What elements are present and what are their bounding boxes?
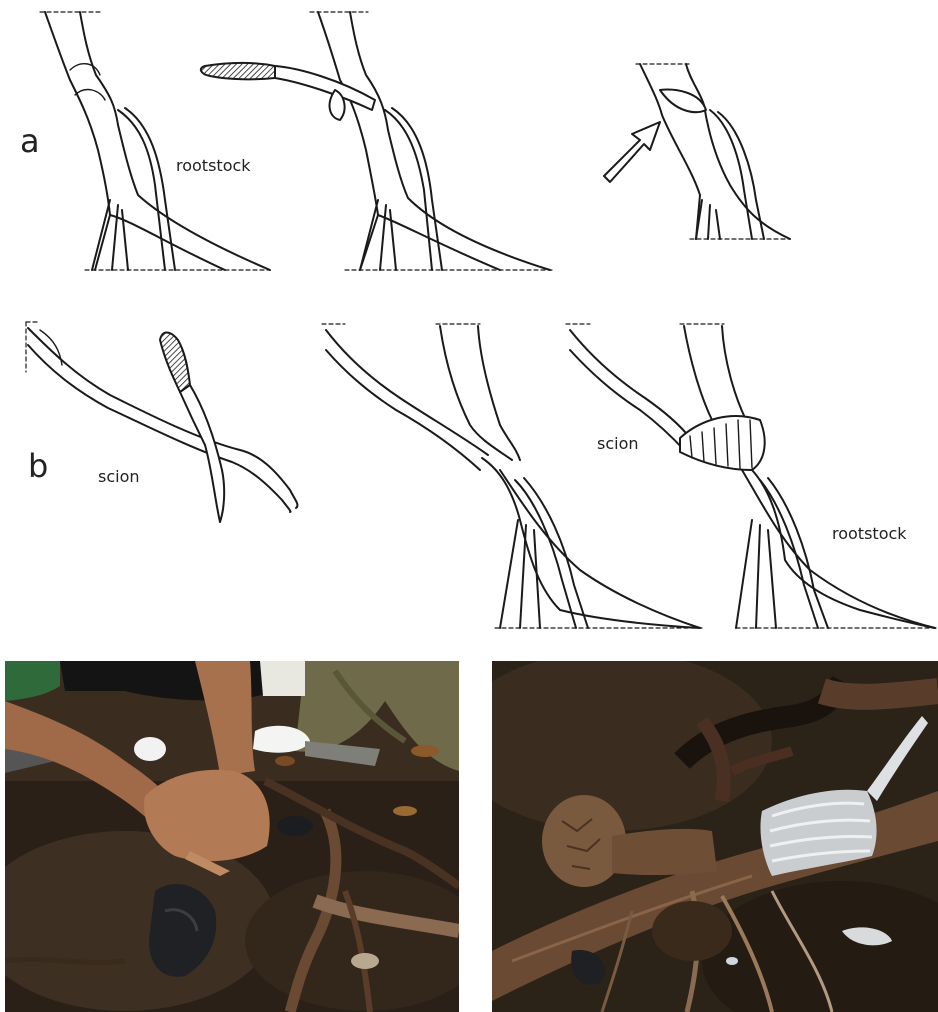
photo-grafting-hands [5, 661, 459, 1012]
label-scion-right: scion [597, 434, 639, 453]
label-rootstock-right: rootstock [832, 524, 907, 543]
drawing-a3-wound [604, 64, 790, 239]
panel-letter-a: a [20, 122, 40, 160]
photo-wrapped-graft [492, 661, 938, 1012]
label-scion-left: scion [98, 467, 140, 486]
drawing-b3-wrapped [566, 324, 938, 628]
drawing-b2-insert [322, 324, 702, 628]
label-rootstock-top: rootstock [176, 156, 251, 175]
grafting-knife-icon [201, 63, 375, 110]
panel-letter-b: b [28, 447, 48, 485]
line-drawings [0, 0, 938, 640]
drawing-a1-rootstock [40, 12, 270, 270]
drawing-b1-scion [26, 322, 297, 522]
outline-arrow-icon [604, 122, 660, 182]
drawing-a2-cut [201, 12, 555, 270]
